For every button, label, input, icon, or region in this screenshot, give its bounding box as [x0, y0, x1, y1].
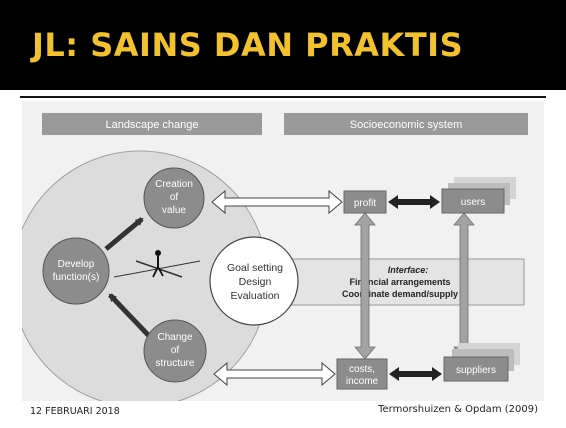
develop-label: Develop [58, 259, 95, 270]
slide-title: JL: SAINS DAN PRAKTIS [32, 26, 464, 64]
develop-functions-node [42, 237, 110, 305]
header-landscape-label: Landscape change [106, 119, 199, 131]
change-label: Change [157, 332, 192, 343]
income-label: income [346, 376, 379, 387]
title-divider [20, 96, 546, 98]
interface-line-coordinate: Coordinate demand/supply [342, 289, 458, 299]
structure-label: structure [156, 358, 195, 369]
users-label: users [461, 197, 485, 208]
header-socioeconomic-label: Socioeconomic system [350, 119, 463, 131]
header-box-landscape [42, 113, 262, 135]
costs-label: costs, [349, 364, 375, 375]
value-label: value [162, 205, 186, 216]
change-to-develop-arrow [108, 293, 154, 341]
creation-of-label: of [170, 192, 179, 203]
suppliers-label: suppliers [456, 365, 496, 376]
change-costs-arrow [213, 361, 336, 387]
interface-line-financial: Financial arrangements [349, 277, 450, 287]
goal-setting-circle [209, 236, 299, 326]
develop-to-creation-arrow [104, 217, 144, 251]
change-of-structure-node [143, 319, 207, 383]
users-box [441, 188, 505, 214]
diagram-canvas: Landscape change Socioeconomic system In… [11, 113, 528, 408]
creation-profit-arrow [211, 189, 343, 215]
creation-label: Creation [155, 179, 193, 190]
slide-header [0, 0, 566, 90]
suppliers-box [443, 356, 509, 382]
footer-citation: Termorshuizen & Opdam (2009) [378, 404, 538, 415]
change-of-label: of [171, 345, 180, 356]
design-label: Design [239, 276, 272, 288]
evaluation-label: Evaluation [230, 290, 279, 302]
functions-label: function(s) [53, 272, 100, 283]
creation-of-value-node [143, 167, 205, 229]
header-box-socioeconomic [284, 113, 528, 135]
costs-suppliers-arrow [389, 367, 442, 381]
landscape-diagram: Landscape change Socioeconomic system In… [11, 101, 544, 408]
profit-box [343, 190, 387, 214]
profit-users-arrow [388, 195, 440, 209]
goal-setting-label: Goal setting [227, 262, 283, 274]
profit-label: profit [354, 198, 376, 209]
interface-title: Interface: [388, 265, 429, 275]
costs-income-box [336, 358, 388, 390]
footer-date: 12 FEBRUARI 2018 [30, 406, 120, 417]
tightrope-walker-icon [113, 250, 201, 278]
